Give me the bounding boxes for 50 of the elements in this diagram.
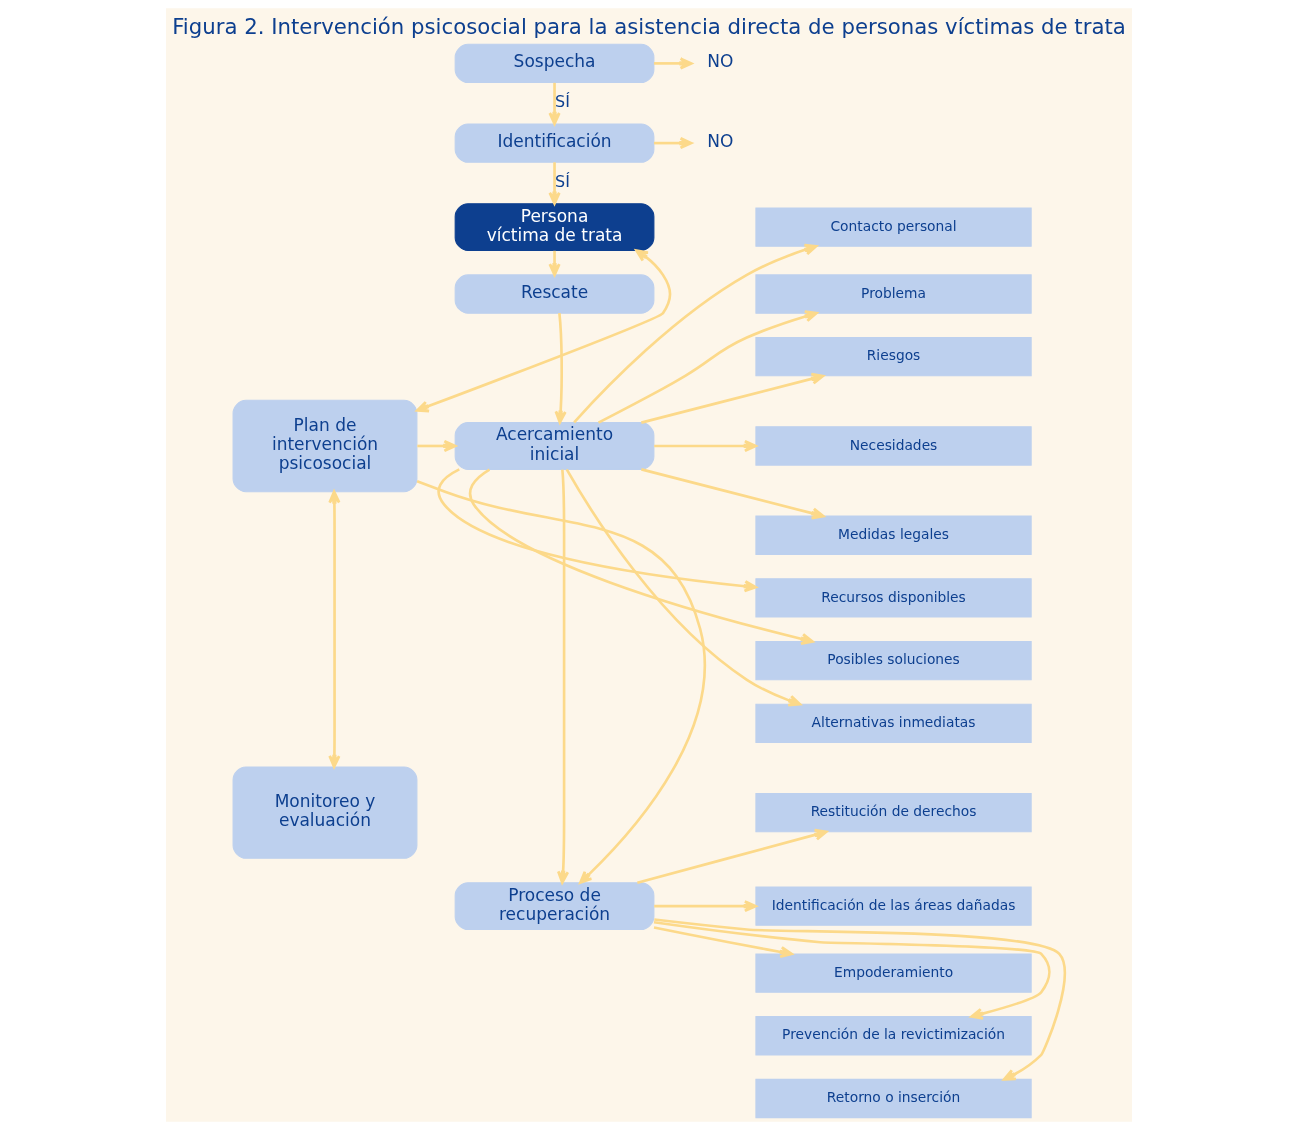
arrow (653, 137, 693, 150)
node-box: Empoderamiento (755, 953, 1032, 993)
arrow (654, 900, 757, 913)
arrow (548, 250, 561, 277)
arrow (468, 468, 814, 645)
arrow (641, 468, 825, 520)
arrow (654, 918, 1066, 1081)
node-box: Identificación (454, 123, 655, 163)
node-box: Alternativas inmediatas (755, 703, 1032, 743)
node-box: Medidas legales (755, 515, 1032, 555)
node-box: Posibles soluciones (755, 641, 1032, 681)
arrow (548, 162, 561, 205)
arrow (573, 243, 818, 424)
node-box: Persona víctima de trata (454, 203, 655, 251)
node-text: NO (707, 51, 734, 72)
arrow (597, 310, 818, 424)
node-box: Sospecha (454, 43, 655, 84)
node-box: Monitoreo y evaluación (232, 766, 418, 859)
node-text: NO (707, 131, 734, 152)
node-box: Proceso de recuperación (454, 882, 655, 931)
arrow (565, 468, 802, 707)
node-box: Recursos disponibles (755, 578, 1032, 618)
arrow (637, 828, 828, 884)
arrow (653, 920, 1051, 1020)
node-box: Retorno o inserción (755, 1078, 1032, 1119)
node-box: Identificación de las áreas dañadas (755, 886, 1032, 926)
diagram-title: Figura 2. Intervención psicosocial para la asistencia directa de personas víctimas de trata (172, 13, 1126, 39)
arrow (416, 480, 706, 884)
node-box: Prevención de la revictimización (755, 1016, 1032, 1056)
arrow (548, 82, 561, 126)
edge-label: SÍ (555, 91, 570, 111)
node-box: Problema (755, 274, 1032, 314)
node-box: Acercamiento inicial (454, 422, 655, 470)
arrow (654, 439, 757, 453)
arrow (328, 490, 341, 769)
node-box: Riesgos (755, 337, 1032, 377)
arrow (416, 249, 672, 413)
node-box: Necesidades (755, 426, 1032, 466)
arrow (437, 468, 757, 593)
node-box: Contacto personal (755, 207, 1032, 247)
arrow (556, 469, 570, 884)
node-box: Rescate (454, 274, 655, 314)
edge-label: SÍ (555, 171, 570, 191)
arrow (554, 313, 567, 424)
arrow (417, 439, 457, 453)
arrow (653, 57, 693, 70)
node-box: Restitución de derechos (755, 792, 1032, 833)
arrow (653, 926, 793, 959)
arrow (641, 372, 825, 424)
node-box: Plan de intervención psicosocial (232, 399, 418, 493)
